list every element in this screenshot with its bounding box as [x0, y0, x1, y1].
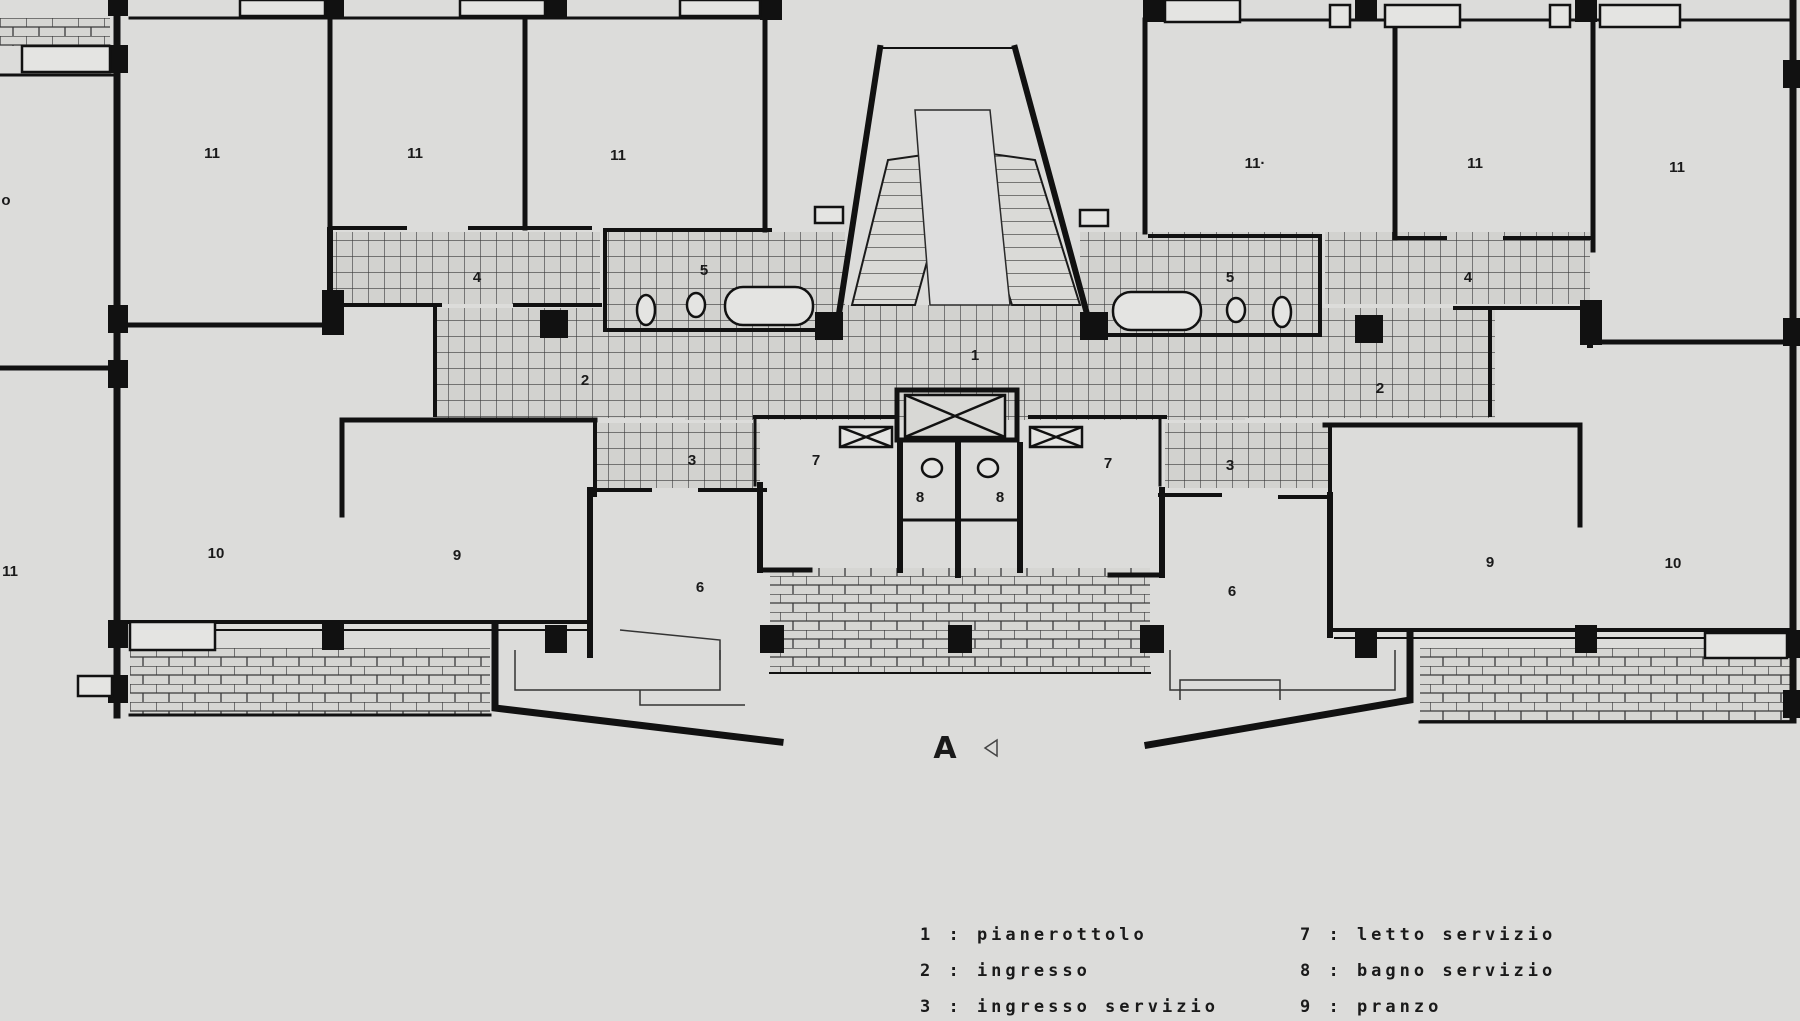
room-number: 11 [2, 563, 18, 580]
staircase [850, 109, 1082, 306]
service-entrance-3-right [1165, 423, 1330, 488]
room-number: 3 [688, 452, 696, 469]
room-number: 11 [204, 145, 220, 162]
service-entrance-3-left [595, 423, 760, 488]
room-number: 11 [610, 147, 626, 164]
loggia-outlines [514, 629, 1396, 706]
terraces [0, 18, 1790, 723]
room-number: 11 [1467, 155, 1483, 172]
terrace-top-left [0, 18, 110, 46]
room-number: 8 [996, 489, 1004, 506]
room-number: 5 [700, 262, 708, 279]
room-number: 2 [581, 372, 589, 389]
structural-pillars [108, 0, 1800, 718]
room-number: 3 [1226, 457, 1234, 474]
legend-item: 2 : ingresso [920, 961, 1091, 981]
entry-paving [770, 568, 1150, 673]
room-number: 6 [1228, 583, 1236, 600]
corridor-4-right [1325, 232, 1590, 304]
room-numbers: 11 11 11 11· 11 11 11 o 4 4 5 5 1 2 2 3 … [1, 145, 1685, 600]
room-number: 5 [1226, 269, 1234, 286]
corridor-4-left [330, 232, 600, 304]
section-arrow-icon [983, 738, 998, 758]
legend-item: 9 : pranzo [1300, 997, 1443, 1017]
walls [0, 0, 1797, 750]
section-marker-label: A [933, 731, 957, 766]
room-number: o [1, 192, 10, 209]
room-number: 11 [407, 145, 423, 162]
room-number: 10 [208, 545, 225, 562]
room-number: 2 [1376, 380, 1384, 397]
room-number: 9 [1486, 554, 1494, 571]
room-number: 9 [453, 547, 461, 564]
room-number: 8 [916, 489, 924, 506]
room-number: 11 [1669, 159, 1685, 176]
legend-item: 3 : ingresso servizio [920, 997, 1219, 1017]
room-number: 7 [812, 452, 820, 469]
windows-and-fixtures [20, 0, 1789, 698]
room-number: 6 [696, 579, 704, 596]
legend-item: 1 : pianerottolo [920, 925, 1148, 945]
terrace-left [130, 648, 490, 716]
room-number: 4 [473, 269, 482, 286]
room-number: 1 [971, 347, 979, 364]
terrace-right [1420, 648, 1790, 723]
room-number: 11· [1245, 155, 1266, 172]
room-number: 7 [1104, 455, 1112, 472]
legend-item: 7 : letto servizio [1300, 925, 1557, 945]
legend-item: 8 : bagno servizio [1300, 961, 1557, 981]
room-number: 10 [1665, 555, 1682, 572]
room-number: 4 [1464, 269, 1473, 286]
